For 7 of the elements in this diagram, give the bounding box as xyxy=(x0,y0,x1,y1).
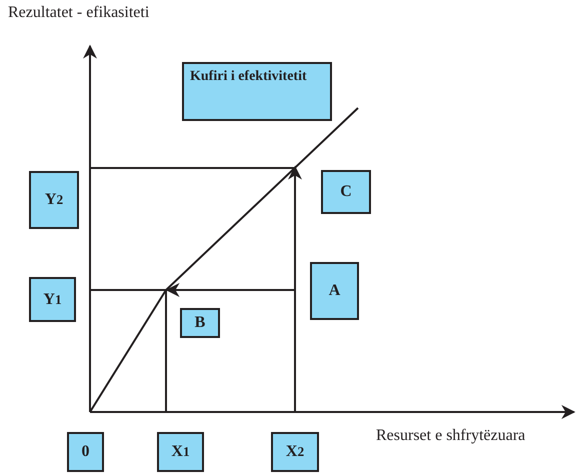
y-axis-title: Rezultatet - efikasiteti xyxy=(8,4,150,22)
label-box: Kufiri i efektivitetit xyxy=(182,62,332,121)
x-axis-title: Resurset e shfrytëzuara xyxy=(376,427,526,445)
label-box: B xyxy=(180,308,220,338)
label-box: C xyxy=(321,170,371,214)
label-box: 0 xyxy=(67,432,104,472)
label-box: A xyxy=(310,262,359,320)
